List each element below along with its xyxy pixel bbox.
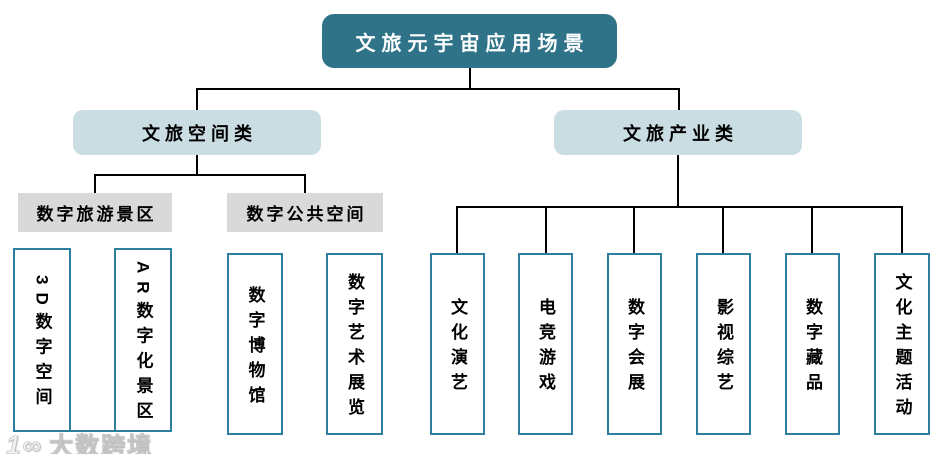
connector-space-stub bbox=[196, 155, 198, 176]
connector-category2-drop bbox=[304, 174, 306, 193]
leaf-ar-digital-scenic-node: AR数字化景区 bbox=[114, 248, 172, 432]
leaf-digital-collectible-node: 数字藏品 bbox=[785, 253, 840, 435]
connector-industry-horizontal bbox=[456, 206, 903, 208]
leaf-digital-museum-node: 数字博物馆 bbox=[227, 253, 283, 435]
branch-space-node: 文旅空间类 bbox=[73, 110, 321, 155]
watermark-logo-icon: 1∞ bbox=[6, 430, 43, 454]
leaf-culture-theme-event-node: 文化主题活动 bbox=[874, 253, 930, 435]
branch-industry-node: 文旅产业类 bbox=[554, 110, 802, 155]
connector-branch-space-drop bbox=[196, 88, 198, 110]
leaf-digital-art-expo-node: 数字艺术展览 bbox=[326, 253, 383, 435]
leaf-film-variety-node: 影视综艺 bbox=[696, 253, 751, 435]
leaf-bottom-join-line bbox=[71, 430, 114, 432]
root-node: 文旅元宇宙应用场景 bbox=[322, 14, 617, 68]
connector-leaf10-drop bbox=[901, 206, 903, 253]
connector-space-horizontal bbox=[94, 174, 306, 176]
connector-industry-stub bbox=[677, 155, 679, 208]
connector-level1-horizontal bbox=[196, 88, 680, 90]
connector-leaf9-drop bbox=[811, 206, 813, 253]
leaf-digital-exhibition-node: 数字会展 bbox=[607, 253, 662, 435]
connector-leaf8-drop bbox=[722, 206, 724, 253]
connector-leaf6-drop bbox=[545, 206, 547, 253]
connector-leaf5-drop bbox=[456, 206, 458, 253]
category-digital-public-space-node: 数字公共空间 bbox=[227, 193, 383, 232]
connector-root-stub bbox=[469, 68, 471, 90]
connector-branch-industry-drop bbox=[678, 88, 680, 110]
leaf-culture-performance-node: 文化演艺 bbox=[430, 253, 485, 435]
connector-leaf7-drop bbox=[633, 206, 635, 253]
leaf-3d-digital-space-node: 3D数字空间 bbox=[13, 248, 71, 432]
leaf-esports-gaming-node: 电竞游戏 bbox=[518, 253, 573, 435]
connector-category1-drop bbox=[94, 174, 96, 193]
category-digital-scenic-node: 数字旅游景区 bbox=[18, 193, 172, 232]
